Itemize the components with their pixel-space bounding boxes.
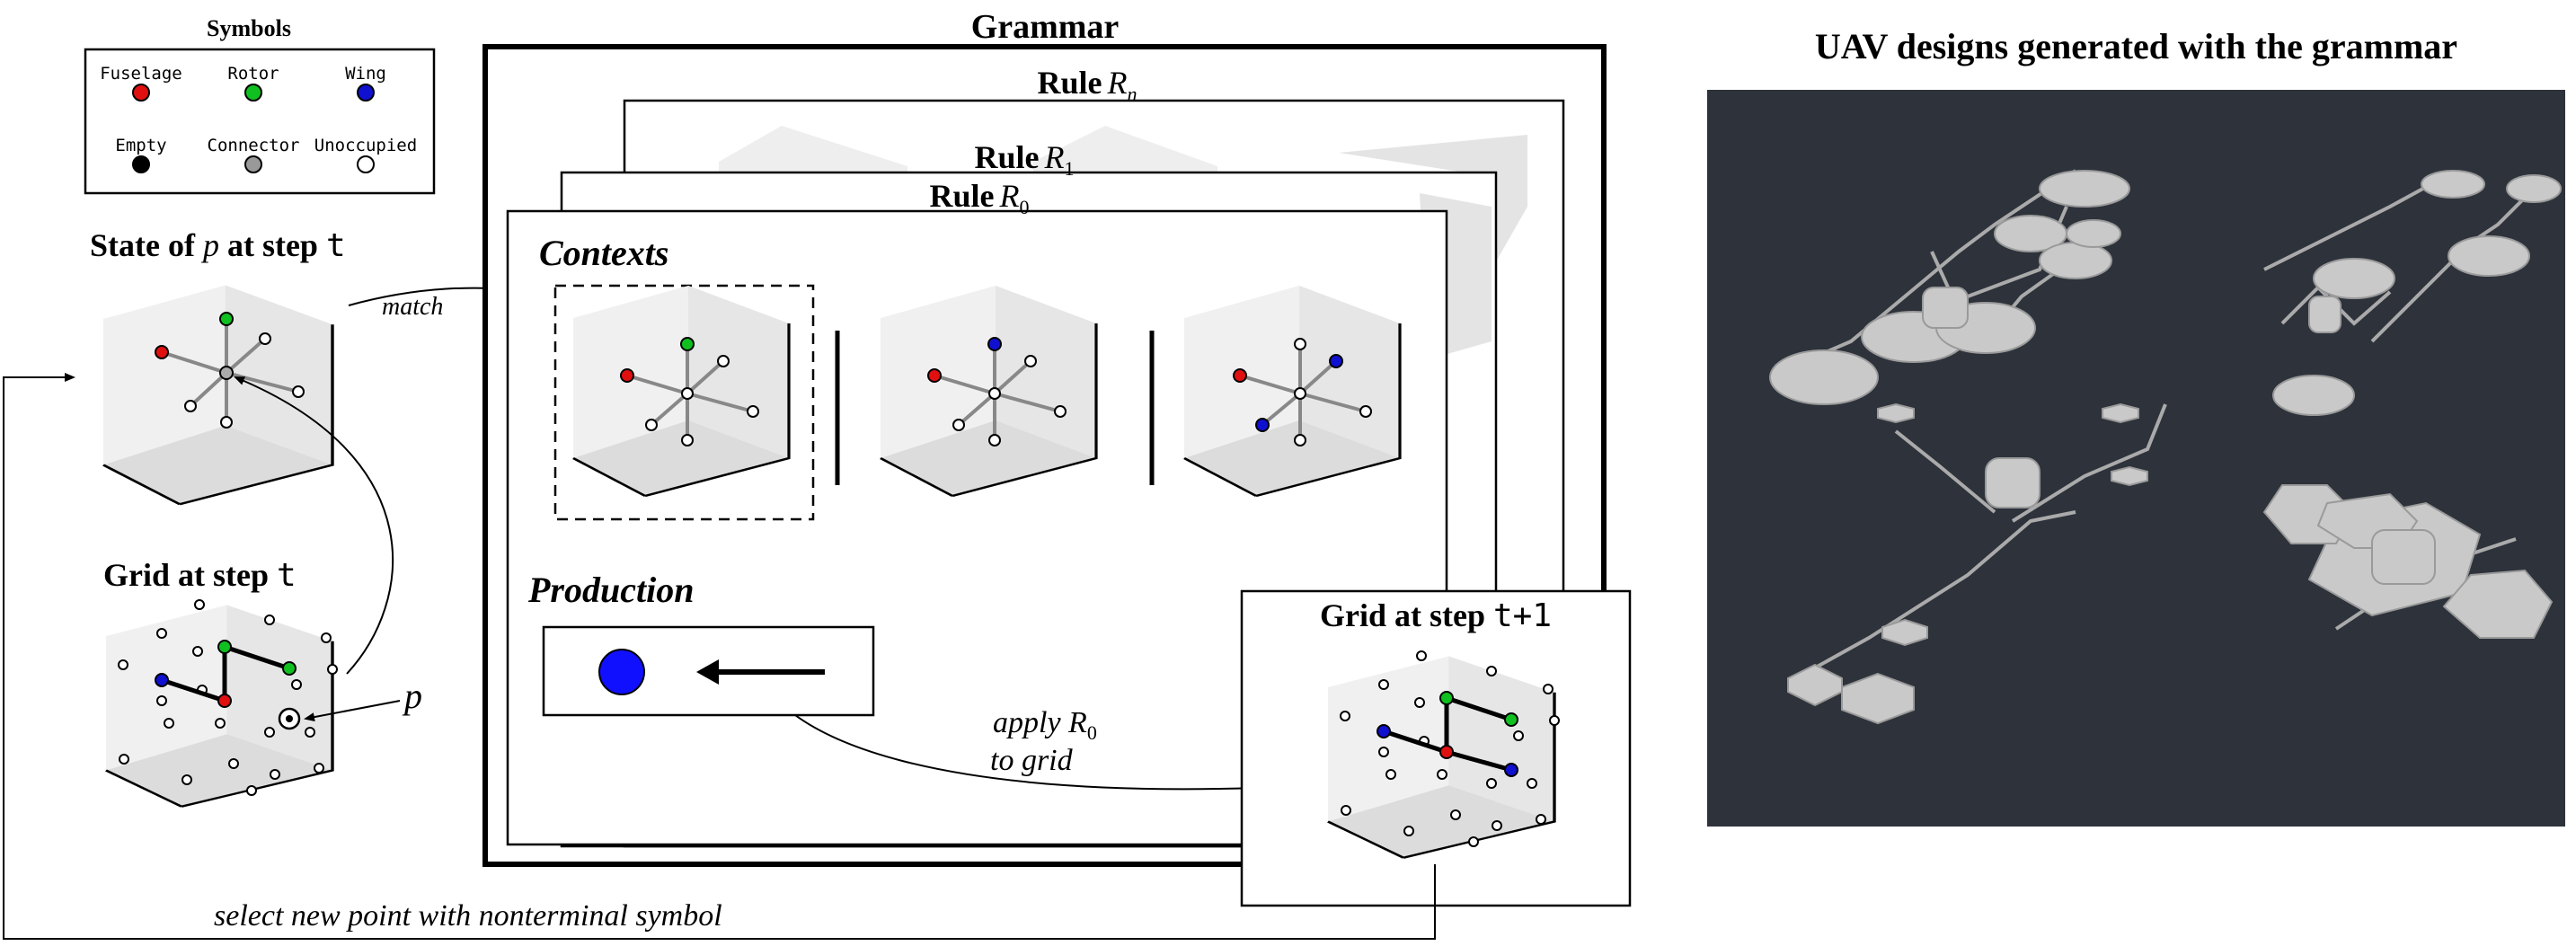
unoccupied-label: Unoccupied bbox=[314, 136, 417, 155]
connector-label: Connector bbox=[208, 136, 300, 155]
state-title: State of p at step t bbox=[90, 227, 346, 264]
unoccupied-symbol bbox=[357, 155, 375, 173]
symbols-title: Symbols bbox=[207, 15, 291, 41]
rotor-symbol bbox=[244, 84, 262, 102]
to-grid-label: to grid bbox=[990, 744, 1074, 777]
match-label: match bbox=[382, 293, 443, 321]
wing-symbol bbox=[357, 84, 375, 102]
state-star bbox=[155, 312, 305, 429]
wing-label: Wing bbox=[345, 64, 386, 84]
connector-symbol bbox=[244, 155, 262, 173]
contexts-title: Contexts bbox=[539, 233, 668, 273]
uav-render-image bbox=[1769, 169, 2562, 725]
grid-t1-cube bbox=[1326, 654, 1556, 860]
rotor-label: Rotor bbox=[227, 64, 279, 84]
grid-t1-title: Grid at step t+1 bbox=[1320, 597, 1552, 634]
grid-t1-points bbox=[1340, 650, 1560, 847]
grammar-title: Grammar bbox=[971, 8, 1120, 46]
uav-render-panel bbox=[1707, 90, 2565, 827]
wing-production-symbol bbox=[598, 649, 645, 695]
production-title: Production bbox=[527, 570, 694, 610]
empty-label: Empty bbox=[115, 136, 166, 155]
context-2-star bbox=[927, 337, 1067, 446]
fuselage-label: Fuselage bbox=[100, 64, 182, 84]
apply-label: apply R0 bbox=[993, 706, 1097, 744]
select-label: select new point with nonterminal symbol bbox=[214, 899, 722, 933]
context-1-selection bbox=[553, 284, 815, 521]
grid-t-cube bbox=[104, 603, 334, 809]
empty-symbol bbox=[132, 155, 150, 173]
point-p-label: p bbox=[402, 676, 422, 716]
context-3-star bbox=[1233, 338, 1372, 446]
fuselage-symbol bbox=[132, 84, 150, 102]
render-title: UAV designs generated with the grammar bbox=[1814, 26, 2458, 66]
context-1-star bbox=[620, 337, 759, 446]
grid-t-title: Grid at step t bbox=[103, 557, 297, 594]
symbols-legend: Symbols Fuselage Rotor Wing Empty Connec… bbox=[84, 15, 436, 195]
grid-t1-box bbox=[1240, 589, 1632, 907]
grid-t-points bbox=[118, 599, 338, 796]
feedback-loop-arrow bbox=[3, 373, 1436, 940]
selection-arrow bbox=[234, 376, 394, 675]
